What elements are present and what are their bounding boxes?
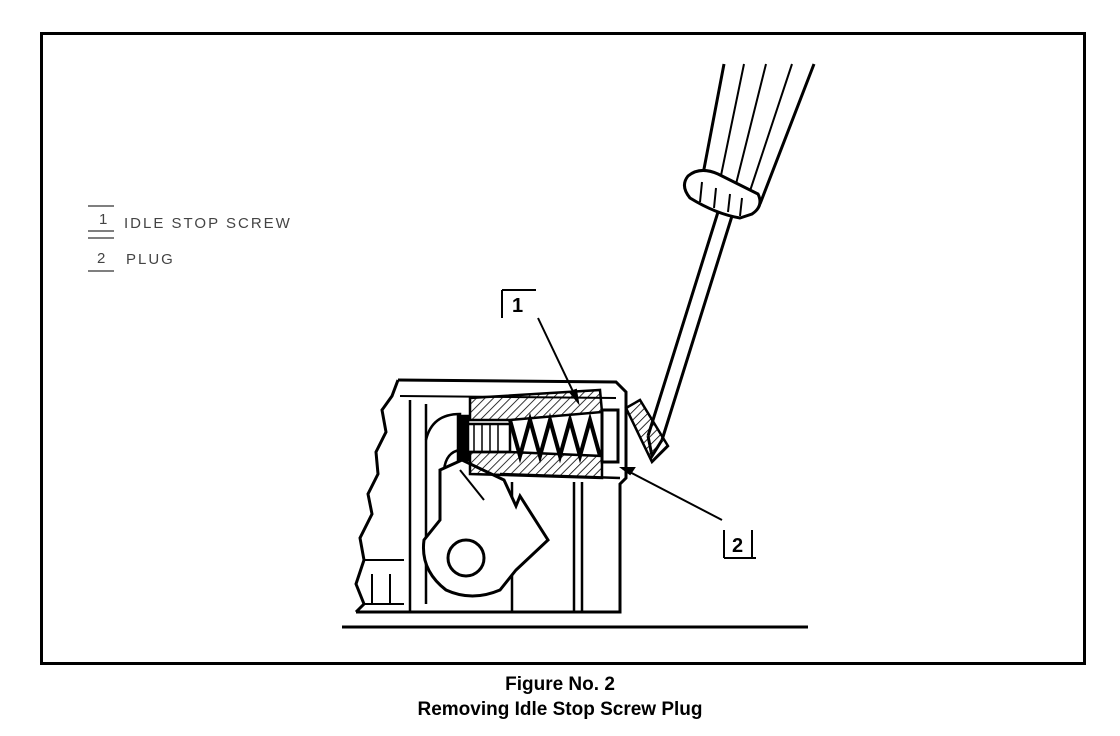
callout-leaders <box>537 317 723 521</box>
figure-title: Removing Idle Stop Screw Plug <box>417 699 703 720</box>
callout-label-1: 1 <box>512 295 523 317</box>
figure-number: Figure No. 2 <box>505 674 615 695</box>
legend-label-1: IDLE STOP SCREW <box>124 215 292 232</box>
legend: 1 IDLE STOP SCREW 2 PLUG <box>88 205 292 272</box>
screwdriver <box>646 63 816 460</box>
legend-number-1: 1 <box>99 211 109 228</box>
figure-frame <box>40 32 1086 665</box>
callout-1: 1 <box>501 289 536 318</box>
legend-number-2: 2 <box>97 250 107 267</box>
legend-item-1: 1 IDLE STOP SCREW <box>88 205 292 232</box>
legend-label-2: PLUG <box>126 251 175 268</box>
legend-item-2: 2 PLUG <box>88 237 175 272</box>
throttle-lever <box>421 458 550 598</box>
callout-label-2: 2 <box>732 535 743 557</box>
idle-stop-screw <box>456 388 670 480</box>
callout-2: 2 <box>723 530 756 559</box>
